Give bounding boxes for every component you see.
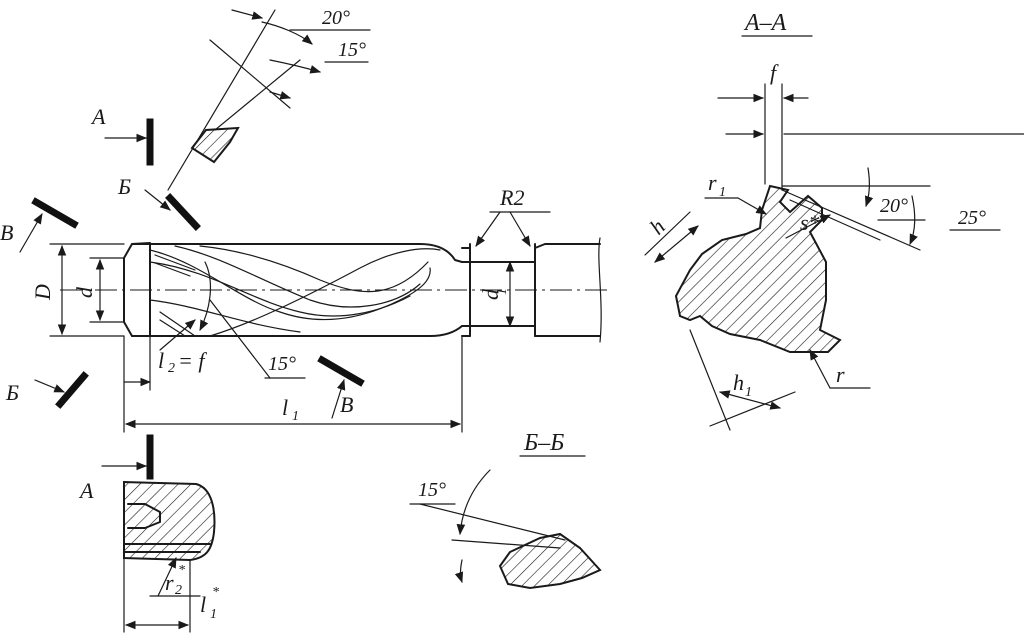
label-aa-r1-sub: 1 <box>719 185 726 200</box>
ref-line-c <box>214 59 301 131</box>
dim-D: D <box>30 243 125 337</box>
section-bb: Б–Б 15° <box>409 430 602 590</box>
tip-edge-lines <box>154 254 196 337</box>
label-aa-r: r <box>836 362 845 387</box>
cut-b-top <box>165 193 201 231</box>
label-aa-r1: r <box>708 170 717 195</box>
label-detail-l1-sub: 1 <box>210 607 217 622</box>
label-d1: d <box>478 288 503 300</box>
label-top-15: 15° <box>338 39 366 61</box>
label-aa-s: s* <box>800 210 820 235</box>
marker-b-top: Б <box>117 174 131 199</box>
ref-line-a <box>167 9 276 191</box>
label-aa-h1-sub: 1 <box>745 385 752 400</box>
cut-b-bottom <box>55 371 89 409</box>
top-angle-detail: 20° 15° <box>167 7 371 191</box>
break-line <box>598 237 602 343</box>
dim-l2: l 2 = f <box>123 319 207 391</box>
label-d1-sub: 1 <box>495 288 510 295</box>
label-l2-sub: 2 <box>168 361 175 376</box>
body-top-edge <box>131 243 463 263</box>
label-l2-eq: = f <box>178 348 207 373</box>
radius-r2-callout: R2 <box>475 185 551 247</box>
label-l1-sub: 1 <box>292 409 299 424</box>
helix-angle-15: 15° <box>199 261 306 379</box>
aa-cross-section <box>674 184 842 353</box>
title-bb: Б–Б <box>523 430 564 456</box>
title-aa: А–А <box>743 10 787 36</box>
marker-a-top: А <box>90 104 106 129</box>
cut-v-left <box>31 197 79 229</box>
label-detail-r2: r <box>165 570 174 595</box>
label-r2: R2 <box>499 185 524 210</box>
flute-6 <box>209 248 441 337</box>
label-helix-15: 15° <box>268 353 296 375</box>
dim-d: d <box>72 257 125 323</box>
marker-a-bottom: А <box>78 478 94 503</box>
flute-3 <box>174 245 421 308</box>
label-detail-l1: l <box>200 592 206 617</box>
detail-view: А r 2 * l 1 * <box>78 434 219 633</box>
label-aa-20: 20° <box>880 195 908 217</box>
detail-hatched-body <box>123 480 216 562</box>
section-markers: А Б В Б В <box>0 104 365 419</box>
label-top-20: 20° <box>322 7 350 29</box>
marker-b-bottom: Б <box>5 380 19 405</box>
label-l2: l <box>158 348 164 373</box>
neck-step <box>461 247 471 337</box>
flute-2 <box>149 261 411 317</box>
section-aa: А–А f r 1 20° 25° s* h <box>644 10 1024 431</box>
detail-edge <box>123 543 211 553</box>
bb-cross-section <box>498 532 602 590</box>
detail-insert <box>127 503 161 529</box>
label-aa-h1: h <box>733 370 744 395</box>
label-bb-15: 15° <box>418 479 446 501</box>
label-d: d <box>72 286 97 298</box>
main-view: R2 d 1 D d l 2 = f <box>30 185 610 433</box>
label-detail-l1-star: * <box>212 585 219 600</box>
marker-v-left: В <box>0 220 13 245</box>
marker-v-right: В <box>340 392 353 417</box>
dim-d1: d 1 <box>478 260 515 328</box>
body-bottom-edge <box>131 325 463 337</box>
label-l1: l <box>282 395 288 420</box>
edge-section-hatch <box>190 126 240 164</box>
dim-l1: l 1 <box>123 335 463 433</box>
label-aa-25: 25° <box>958 207 986 229</box>
label-detail-r2-star: * <box>178 563 185 578</box>
cut-v-right <box>317 355 365 387</box>
label-detail-r2-sub: 2 <box>175 583 182 598</box>
label-aa-f: f <box>770 60 779 85</box>
flute-5 <box>199 245 429 293</box>
ref-line-b <box>209 39 291 109</box>
label-D: D <box>30 284 55 301</box>
